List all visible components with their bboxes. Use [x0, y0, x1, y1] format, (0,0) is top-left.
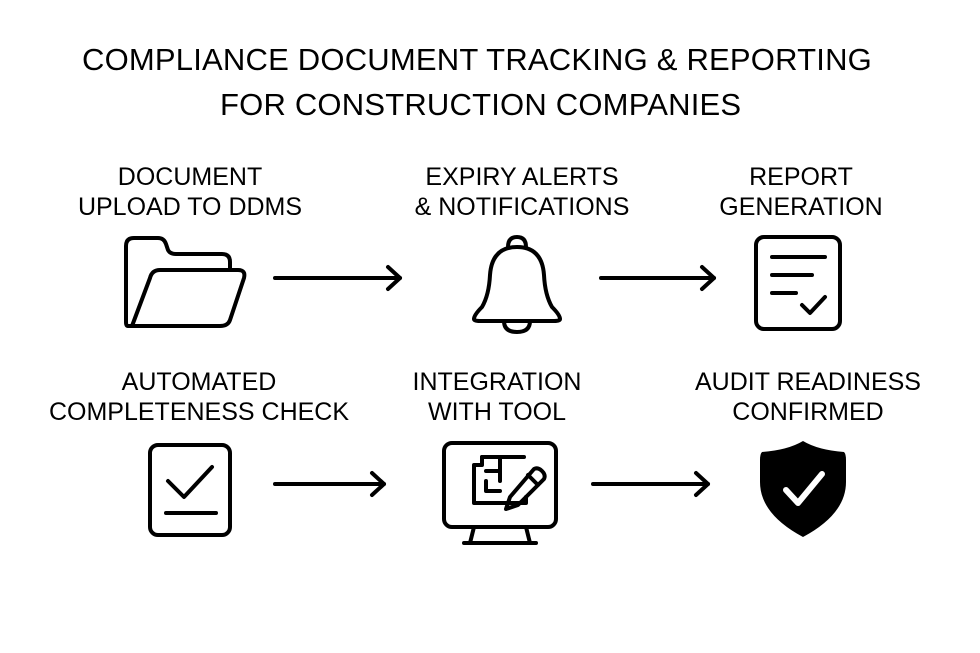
bell-icon	[472, 235, 562, 334]
step-label-line: INTEGRATION	[412, 368, 582, 396]
step-label-document-upload: DOCUMENT UPLOAD TO DDMS	[78, 162, 302, 222]
diagram-title-line-1: COMPLIANCE DOCUMENT TRACKING & REPORTING	[82, 42, 872, 77]
step-label-line: REPORT	[749, 163, 853, 191]
step-label-audit-readiness: AUDIT READINESS CONFIRMED	[695, 367, 921, 427]
arrow-right-icon	[591, 471, 710, 497]
step-label-line: & NOTIFICATIONS	[414, 193, 630, 221]
step-label-line: AUTOMATED	[121, 368, 277, 396]
shield-check-icon	[760, 441, 846, 537]
report-check-icon	[754, 235, 842, 331]
step-label-line: AUDIT READINESS	[695, 368, 921, 396]
step-label-completeness-check: AUTOMATED COMPLETENESS CHECK	[49, 367, 349, 427]
step-label-line: GENERATION	[719, 193, 883, 221]
step-label-line: DOCUMENT	[117, 163, 263, 191]
arrow-right-icon	[273, 265, 402, 291]
step-label-line: EXPIRY ALERTS	[425, 163, 619, 191]
step-label-line: UPLOAD TO DDMS	[77, 193, 303, 221]
arrow-right-icon	[599, 265, 716, 291]
step-label-line: COMPLETENESS CHECK	[48, 398, 350, 426]
step-label-tool-integration: INTEGRATION WITH TOOL	[413, 367, 582, 427]
step-label-report-generation: REPORT GENERATION	[719, 162, 882, 222]
monitor-blueprint-edit-icon	[442, 441, 558, 545]
checkbox-document-icon	[148, 443, 232, 537]
step-label-line: CONFIRMED	[732, 398, 884, 426]
step-label-line: WITH TOOL	[428, 398, 566, 426]
arrow-right-icon	[273, 471, 386, 497]
diagram-title-line-2: FOR CONSTRUCTION COMPANIES	[220, 87, 742, 122]
step-label-expiry-alerts: EXPIRY ALERTS & NOTIFICATIONS	[415, 162, 630, 222]
folder-open-icon	[124, 236, 247, 328]
